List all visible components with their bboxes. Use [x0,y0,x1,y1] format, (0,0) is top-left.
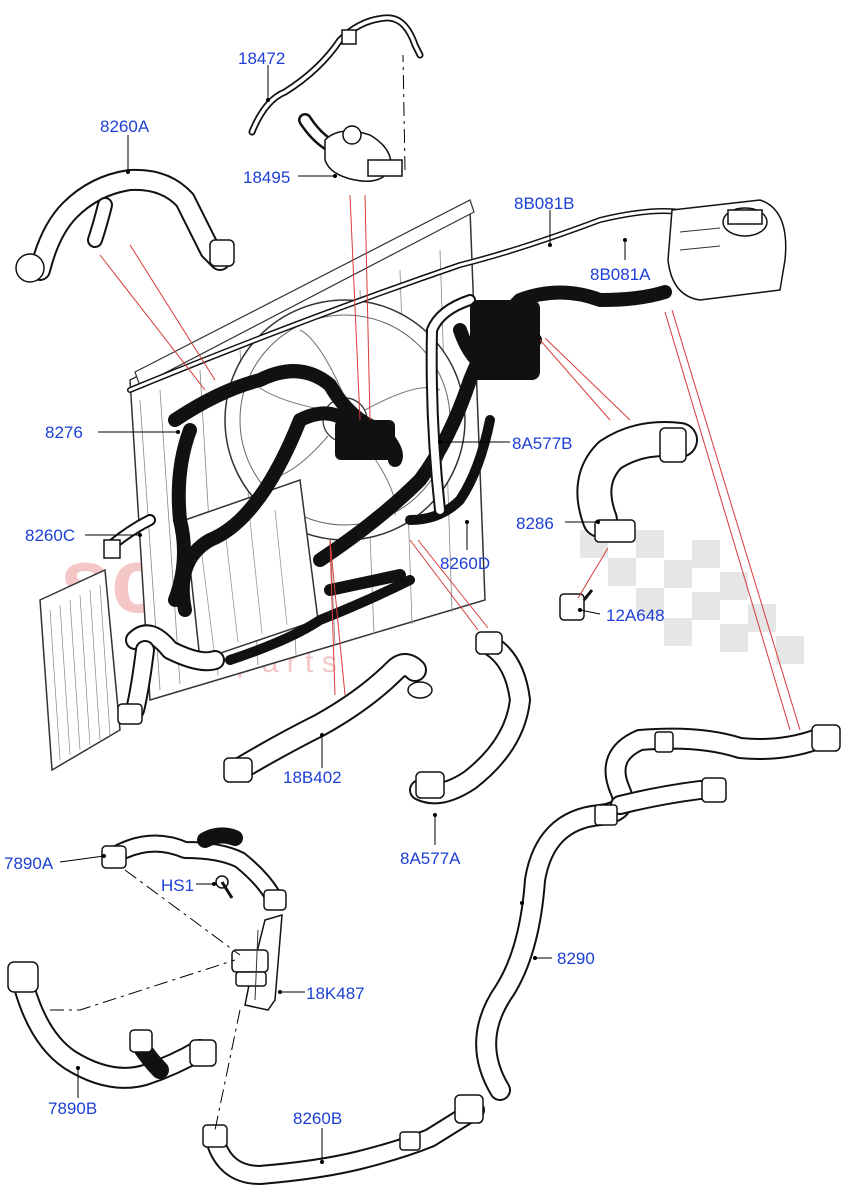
callout-7890A: 7890A [4,854,54,873]
callout-18B402: 18B402 [283,768,342,787]
callout-8A577B: 8A577B [512,434,573,453]
part-7890B-hose [7,961,217,1089]
callout-8260B: 8260B [293,1109,342,1128]
assembly-lines [50,54,406,1131]
callout-12A648: 12A648 [606,606,665,625]
callout-leaders [59,65,627,1164]
callout-8260D: 8260D [440,554,490,573]
checker-flag-icon [580,530,804,664]
part-18472-pipe [248,14,424,136]
callout-labels: 18472 8260A 18495 8B081B 8B081A 8276 8A5… [4,49,665,1128]
part-8290-hose [475,724,841,1101]
callout-18K487: 18K487 [306,984,365,1003]
callout-8B081A: 8B081A [590,265,651,284]
callout-8260C: 8260C [25,526,75,545]
part-8A577A-hose [409,631,531,805]
part-HS1-bolt [215,875,234,899]
callout-HS1: HS1 [161,876,194,895]
expansion-tank [667,199,787,301]
callout-8B081B: 8B081B [514,194,575,213]
callout-8276: 8276 [45,423,83,442]
callout-18495: 18495 [243,168,290,187]
part-8260A-hose [15,168,235,283]
callout-8260A: 8260A [100,117,150,136]
part-18495-pump [298,113,403,182]
red-leaders [99,194,801,731]
part-8260B-hose [202,1094,485,1185]
part-lower-left-hose [117,624,225,725]
callout-7890B: 7890B [48,1099,97,1118]
part-8286-hose [576,421,698,543]
part-12A648-sensor [559,589,594,621]
callout-8290: 8290 [557,949,595,968]
callout-8A577A: 8A577A [400,849,461,868]
callout-8286: 8286 [516,514,554,533]
installed-hoses [127,208,683,665]
callout-18472: 18472 [238,49,285,68]
part-18K487-valve [231,913,283,1011]
part-7890A-hose [101,827,287,911]
part-8260C-connector [103,514,156,559]
part-18B402-hose [223,653,433,783]
